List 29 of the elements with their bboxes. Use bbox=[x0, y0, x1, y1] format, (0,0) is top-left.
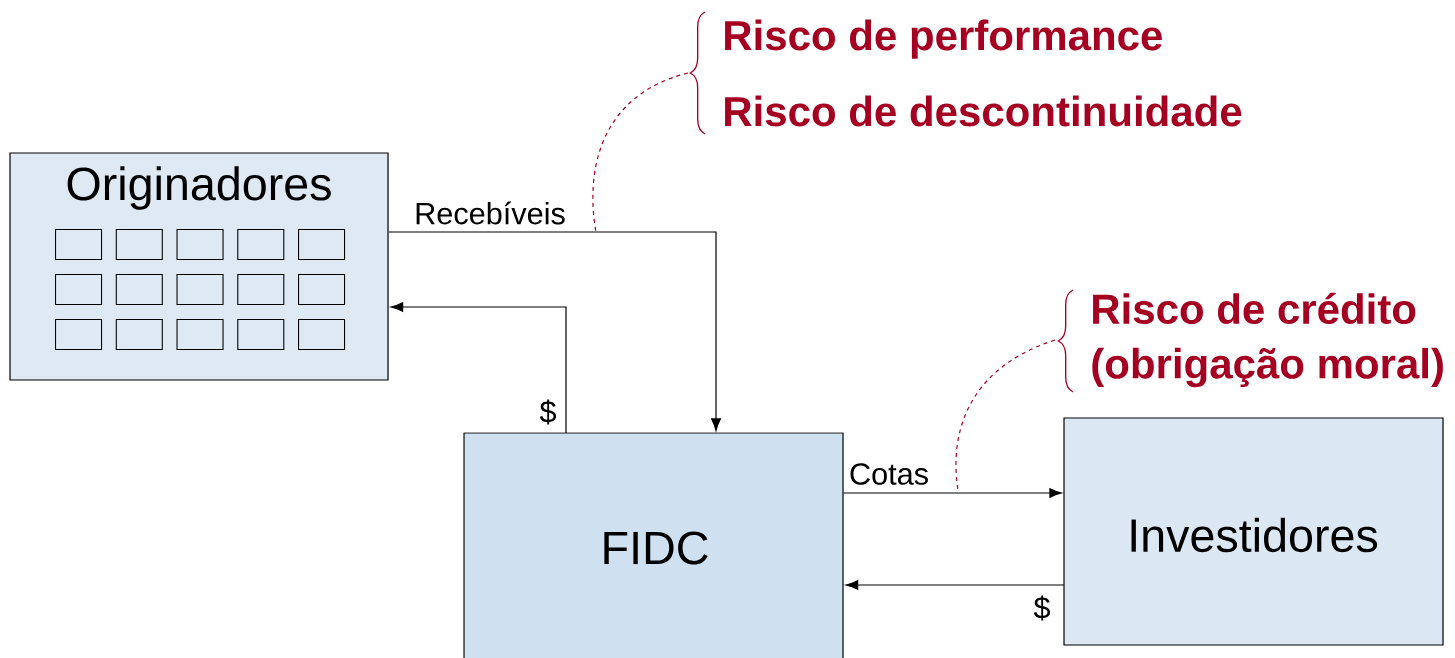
labeled-box: Originadores bbox=[9, 152, 389, 381]
grid-cell bbox=[115, 274, 163, 306]
arrow bbox=[842, 488, 1063, 498]
arrow bbox=[390, 302, 567, 434]
grid-cell bbox=[55, 274, 103, 306]
leader-line bbox=[592, 72, 689, 233]
grid-cell bbox=[176, 229, 224, 261]
grid-cell bbox=[115, 229, 163, 261]
labeled-box: FIDC bbox=[463, 432, 844, 658]
edge-label: $ bbox=[1032, 594, 1052, 622]
grid-cell bbox=[55, 229, 103, 261]
edge-label: Recebíveis bbox=[412, 200, 568, 226]
edge-label: Cotas bbox=[847, 461, 931, 487]
grid-cell bbox=[237, 274, 285, 306]
grid-cell bbox=[237, 229, 285, 261]
grid-cell bbox=[176, 319, 224, 351]
grid-cell bbox=[237, 319, 285, 351]
risk-note: Risco de crédito (obrigação moral) bbox=[1092, 292, 1443, 388]
grid-cell bbox=[298, 229, 346, 261]
grid-cell bbox=[55, 319, 103, 351]
grid-cell bbox=[115, 319, 163, 351]
grid-cell bbox=[298, 319, 346, 351]
grid-cell bbox=[176, 274, 224, 306]
grid-cell bbox=[298, 274, 346, 306]
arrow bbox=[845, 580, 1065, 590]
edge-label: $ bbox=[538, 398, 558, 426]
arrow bbox=[387, 231, 721, 432]
labeled-box: Investidores bbox=[1063, 417, 1444, 646]
risk-note: Risco de performance Risco de descontinuidade bbox=[725, 19, 1242, 127]
